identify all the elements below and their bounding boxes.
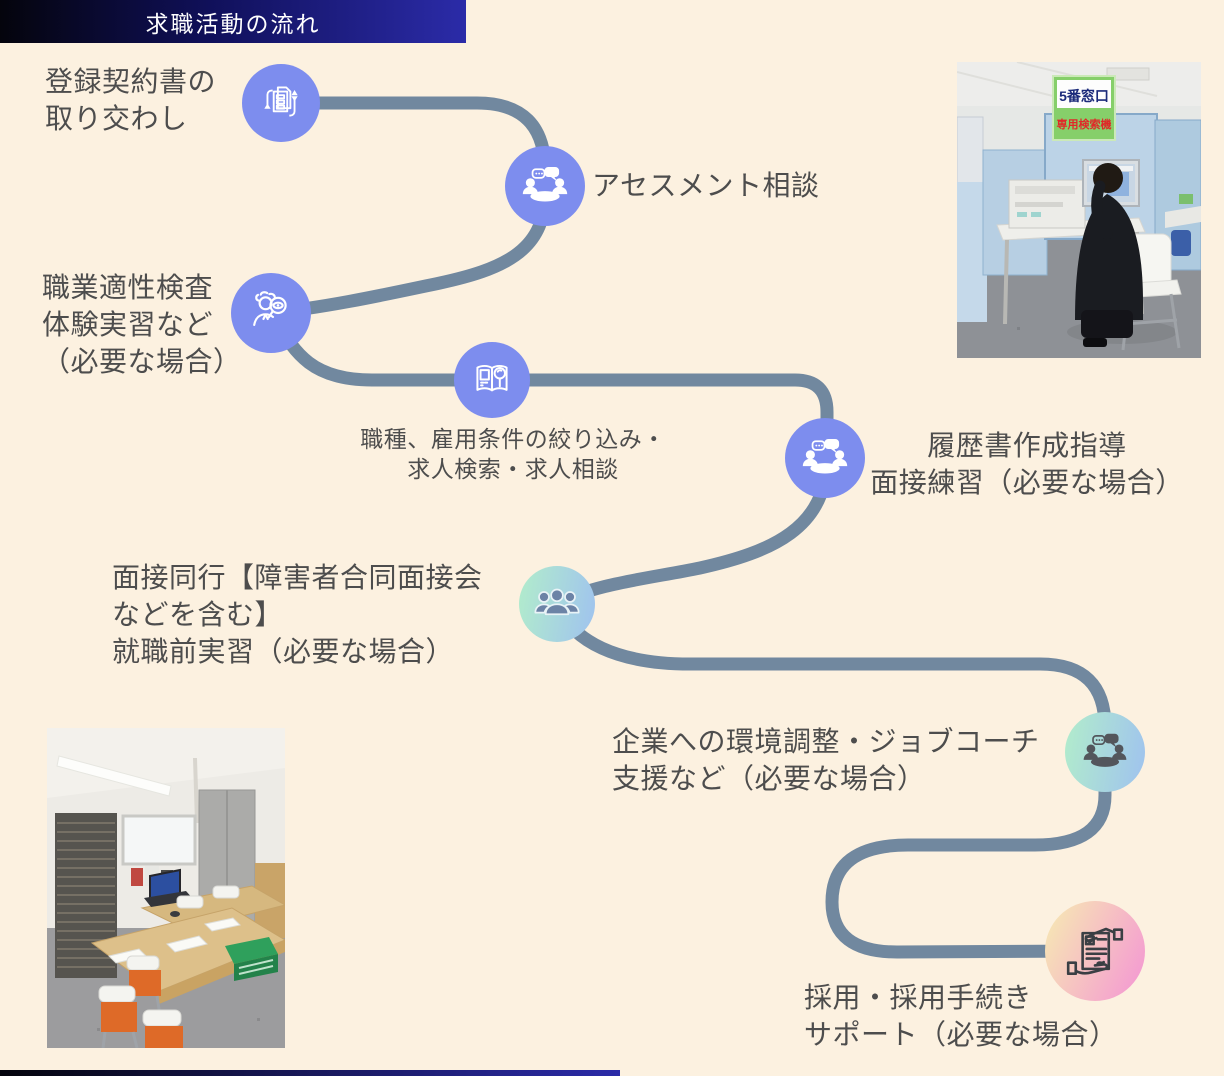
title-bar: 求職活動の流れ: [0, 0, 466, 43]
footer-accent-bar: [0, 1070, 620, 1076]
training-room-photo: [47, 728, 285, 1048]
step-6-node: [519, 566, 595, 642]
step-1-label: 登録契約書の 取り交わし: [45, 66, 217, 134]
step-2-label: アセスメント相談: [592, 170, 820, 201]
step-7-label: 企業への環境調整・ジョブコーチ 支援など（必要な場合）: [612, 726, 1040, 794]
training-room-photo-graphic: [47, 728, 285, 1048]
page-title: 求職活動の流れ: [145, 10, 321, 37]
hiring-support-icon: [1066, 927, 1124, 975]
step-7-node: [1065, 712, 1145, 792]
step-8-label: 採用・採用手続き サポート（必要な場合）: [804, 982, 1118, 1050]
consultation-icon: [522, 167, 568, 202]
step-4-node: [454, 342, 530, 418]
step-3-label: 職業適性検査 体験実習など （必要な場合）: [42, 272, 242, 377]
consultation-booth-photo: 5番窓口 専用検索機: [957, 62, 1201, 358]
step-5-label: 履歴書作成指導 面接練習（必要な場合）: [870, 430, 1184, 498]
consultation-icon: [1083, 733, 1127, 767]
job-search-book-icon: [476, 364, 508, 392]
step-5-node: [785, 418, 865, 498]
aptitude-test-icon: [253, 291, 287, 326]
booth-sign-top-text: 5番窓口: [1059, 88, 1109, 104]
step-2-node: [505, 146, 585, 226]
booth-sign: 5番窓口 専用検索機: [1052, 75, 1116, 141]
step-1-node: [242, 64, 320, 142]
document-exchange-icon: [264, 86, 298, 117]
consultation-icon: [802, 439, 848, 474]
step-8-node: [1045, 901, 1145, 1001]
step-6-label: 面接同行【障害者合同面接会 などを含む】 就職前実習（必要な場合）: [112, 562, 483, 667]
step-3-node: [231, 273, 311, 353]
booth-sign-bottom-text: 専用検索機: [1057, 117, 1112, 131]
group-icon: [534, 588, 580, 616]
step-4-label: 職種、雇用条件の絞り込み・ 求人検索・求人相談: [360, 426, 666, 483]
consultation-booth-photo-graphic: 5番窓口 専用検索機: [957, 62, 1201, 358]
